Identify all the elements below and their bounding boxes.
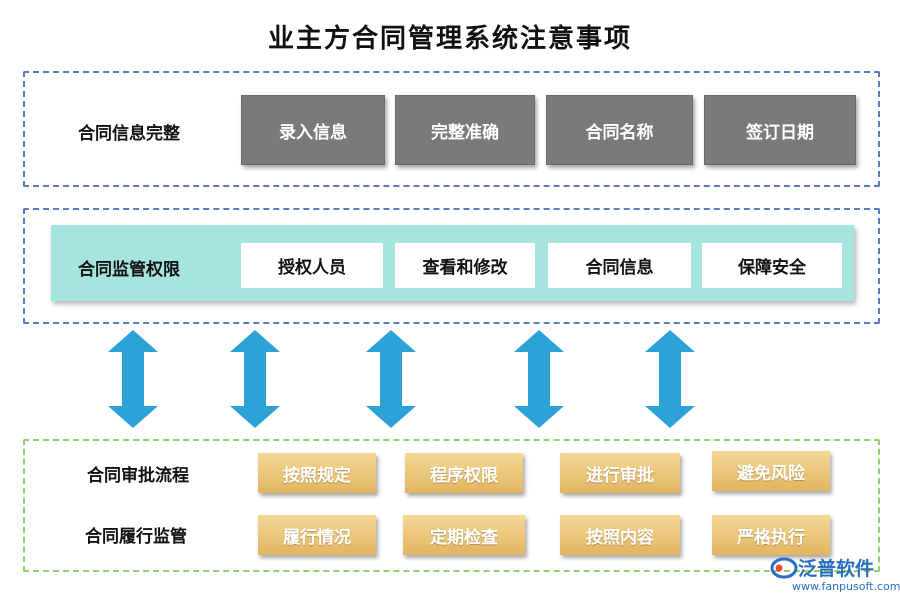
section-contract-info [23, 71, 880, 187]
permission-box-3: 合同信息 [548, 243, 691, 288]
performance-box-2: 定期检查 [403, 515, 525, 555]
info-box-2: 完整准确 [395, 95, 535, 165]
logo-text: 泛普软件 [798, 558, 875, 580]
approval-box-4: 避免风险 [712, 451, 830, 491]
section-approval-performance [23, 439, 880, 572]
performance-box-1: 履行情况 [258, 515, 376, 555]
performance-box-3: 按照内容 [560, 515, 680, 555]
section-supervision [23, 208, 880, 324]
double-arrow-icon [108, 330, 158, 428]
info-box-4: 签订日期 [704, 95, 856, 165]
info-box-1: 录入信息 [241, 95, 385, 165]
double-arrow-icon [230, 330, 280, 428]
section2-label: 合同监管权限 [78, 260, 180, 280]
brand-logo: 泛普软件 www.fanpusoft.com [770, 553, 900, 595]
approval-box-3: 进行审批 [560, 453, 680, 493]
approval-row-label: 合同审批流程 [87, 466, 189, 486]
info-box-3: 合同名称 [546, 95, 693, 165]
page-title: 业主方合同管理系统注意事项 [267, 24, 632, 54]
permission-box-1: 授权人员 [241, 243, 383, 288]
approval-box-1: 按照规定 [258, 453, 376, 493]
permission-box-2: 查看和修改 [395, 243, 535, 288]
section1-label: 合同信息完整 [78, 124, 180, 144]
approval-box-2: 程序权限 [405, 453, 523, 493]
permission-box-4: 保障安全 [702, 243, 842, 288]
double-arrow-icon [366, 330, 416, 428]
performance-box-4: 严格执行 [712, 515, 830, 555]
logo-icon [770, 557, 798, 579]
performance-row-label: 合同履行监管 [85, 527, 187, 547]
double-arrow-icon [514, 330, 564, 428]
double-arrow-icon [645, 330, 695, 428]
logo-url: www.fanpusoft.com [792, 580, 900, 593]
